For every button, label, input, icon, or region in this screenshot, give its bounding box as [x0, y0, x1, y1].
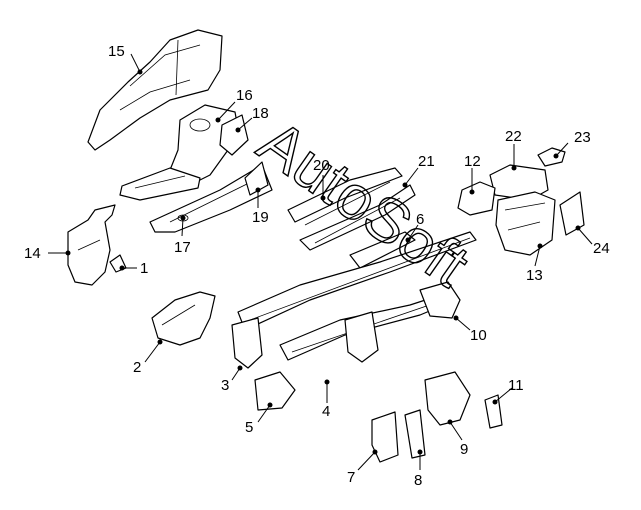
- callout-20: 20: [313, 157, 330, 174]
- part-17-19-lower-rail: [149, 161, 273, 233]
- callout-14: 14: [24, 245, 41, 262]
- part-5-plate: [254, 371, 296, 411]
- callout-10: 10: [470, 327, 487, 344]
- callout-labels: 15 16 18 17 19 20 21 6 12 22 23 24 13 14…: [24, 43, 610, 489]
- part-11-clip: [484, 394, 503, 429]
- callout-23: 23: [574, 129, 591, 146]
- part-20-21-side-rails: [287, 167, 416, 251]
- callout-9: 9: [460, 441, 468, 458]
- part-14-reservoir: [67, 204, 116, 286]
- callout-13: 13: [526, 267, 543, 284]
- part-2-splash-shield: [151, 291, 216, 346]
- part-24-side-plate: [559, 191, 585, 236]
- callout-2: 2: [133, 359, 141, 376]
- callout-24: 24: [593, 240, 610, 257]
- part-7-bracket: [371, 411, 399, 463]
- callout-7: 7: [347, 469, 355, 486]
- callout-17: 17: [174, 239, 191, 256]
- part-main-frame: [231, 231, 477, 369]
- part-18-bracket: [219, 114, 249, 156]
- callout-6: 6: [416, 211, 424, 228]
- callout-18: 18: [252, 105, 269, 122]
- part-23-cap: [537, 147, 566, 167]
- callout-8: 8: [414, 472, 422, 489]
- callout-11: 11: [508, 377, 524, 394]
- callout-15: 15: [108, 43, 125, 60]
- callout-22: 22: [505, 128, 522, 145]
- part-22-box-cover: [489, 164, 549, 201]
- callout-21: 21: [418, 153, 435, 170]
- callout-3: 3: [221, 377, 229, 394]
- callout-leaders: [48, 53, 593, 471]
- part-12-bracket: [457, 181, 496, 216]
- part-8-bracket: [404, 409, 426, 459]
- callout-4: 4: [322, 403, 330, 420]
- part-9-bracket: [424, 371, 471, 426]
- callout-16: 16: [236, 87, 253, 104]
- part-6-crossmember-piece: [349, 231, 416, 269]
- callout-12: 12: [464, 153, 481, 170]
- callout-1: 1: [140, 260, 148, 277]
- part-13-box-body: [495, 191, 556, 256]
- callout-5: 5: [245, 419, 253, 436]
- part-15-wheelarch-panel: [87, 29, 223, 151]
- callout-19: 19: [252, 209, 269, 226]
